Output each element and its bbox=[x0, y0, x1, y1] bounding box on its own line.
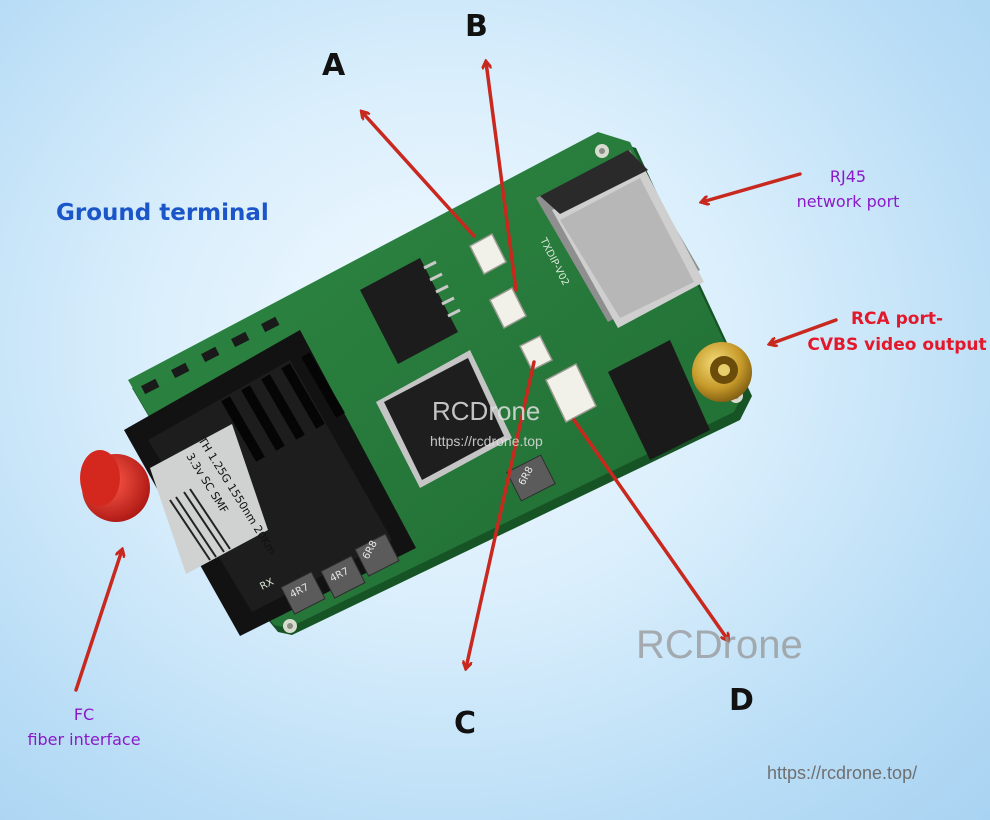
watermark-url: https://rcdrone.top/ bbox=[767, 763, 918, 783]
rca-label: RCA port- CVBS video output bbox=[802, 306, 990, 358]
arrow-c bbox=[466, 360, 536, 668]
callout-a: A bbox=[322, 48, 346, 83]
rca-label-title: RCA port- bbox=[850, 309, 944, 329]
fc-label: FC fiber interface bbox=[16, 702, 152, 752]
rj45-label-title: RJ45 bbox=[829, 167, 867, 186]
page-title: Ground terminal bbox=[56, 200, 269, 226]
arrow-d bbox=[572, 418, 728, 640]
rj45-port bbox=[536, 150, 704, 328]
arrow-rj45 bbox=[702, 172, 802, 202]
chip-watermark: RCDrone bbox=[432, 396, 540, 426]
rj45-label-sub: network port bbox=[796, 192, 900, 211]
rj45-label: RJ45 network port bbox=[788, 164, 908, 214]
arrow-fc bbox=[74, 550, 122, 692]
sop-chip bbox=[360, 258, 461, 364]
connectors bbox=[469, 232, 597, 424]
callout-d: D bbox=[729, 683, 754, 718]
watermark-big: RCDrone bbox=[636, 623, 803, 667]
fc-label-sub: fiber interface bbox=[27, 730, 141, 749]
arrow-a bbox=[362, 112, 476, 238]
arrows bbox=[74, 62, 838, 692]
chip-watermark-url: https://rcdrone.top bbox=[430, 433, 543, 449]
fiber-module bbox=[80, 330, 416, 636]
arrow-b bbox=[486, 62, 518, 292]
inductors bbox=[280, 454, 556, 615]
callout-b: B bbox=[465, 9, 488, 44]
rca-label-sub: CVBS video output bbox=[807, 335, 987, 355]
fc-label-title: FC bbox=[73, 705, 95, 724]
callout-c: C bbox=[454, 706, 477, 741]
rca-jack bbox=[608, 340, 752, 460]
main-chip bbox=[376, 350, 512, 488]
arrow-rca bbox=[770, 318, 838, 344]
